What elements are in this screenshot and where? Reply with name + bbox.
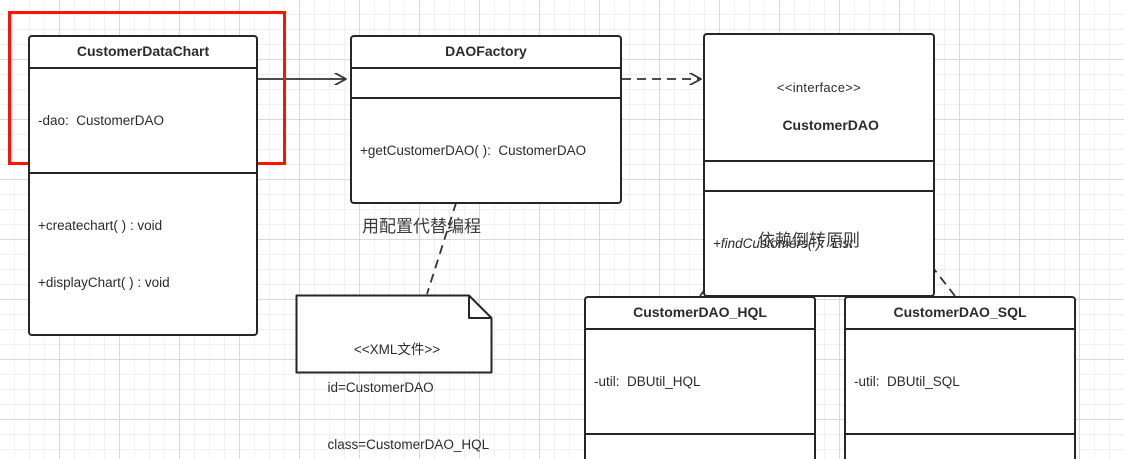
class-attributes: -dao: CustomerDAO [30, 69, 256, 174]
class-stereotype: <<interface>> [776, 80, 862, 95]
class-box-customer-dao-hql[interactable]: CustomerDAO_HQL -util: DBUtil_HQL +findC… [584, 296, 816, 459]
class-methods: +findCustomers( ): List [586, 435, 814, 459]
attribute-row: -dao: CustomerDAO [38, 113, 165, 128]
class-title: CustomerDAO_HQL [586, 298, 814, 330]
note-shape [295, 294, 493, 374]
class-box-customer-dao-interface[interactable]: <<interface>> CustomerDAO +findCustomers… [703, 33, 935, 297]
method-row: +getCustomerDAO( ): CustomerDAO [360, 143, 587, 158]
class-name: CustomerDAO [782, 117, 879, 133]
note-line: class=CustomerDAO_HQL [327, 437, 490, 452]
class-methods: +findCustomers( ): List [846, 435, 1074, 459]
class-title: CustomerDAO_SQL [846, 298, 1074, 330]
class-box-customer-data-chart[interactable]: CustomerDataChart -dao: CustomerDAO +cre… [28, 35, 258, 336]
class-title: CustomerDataChart [30, 37, 256, 69]
class-attributes: -util: DBUtil_SQL [846, 330, 1074, 435]
annotation-dependency-inversion: 依赖倒转原则 [758, 231, 860, 251]
note-xml-file[interactable]: <<XML文件>> id=CustomerDAO class=CustomerD… [295, 294, 493, 452]
class-methods: +getCustomerDAO( ): CustomerDAO [352, 99, 620, 202]
class-attributes [352, 69, 620, 99]
method-row: +displayChart( ) : void [38, 275, 170, 290]
class-methods: +createchart( ) : void +displayChart( ) … [30, 174, 256, 334]
class-title: DAOFactory [352, 37, 620, 69]
class-attributes: -util: DBUtil_HQL [586, 330, 814, 435]
class-attributes [705, 162, 933, 192]
class-title: <<interface>> CustomerDAO [705, 35, 933, 162]
attribute-row: -util: DBUtil_HQL [594, 374, 701, 389]
method-row: +createchart( ) : void [38, 218, 163, 233]
note-stereotype: <<XML文件>> [353, 342, 441, 357]
annotation-config-over-code: 用配置代替编程 [362, 217, 481, 237]
method-row: +findCustomers( ): List [713, 236, 853, 251]
note-content: <<XML文件>> id=CustomerDAO class=CustomerD… [295, 294, 493, 459]
attribute-row: -util: DBUtil_SQL [854, 374, 960, 389]
note-line: id=CustomerDAO [327, 380, 434, 395]
class-box-dao-factory[interactable]: DAOFactory +getCustomerDAO( ): CustomerD… [350, 35, 622, 204]
class-methods: +findCustomers( ): List [705, 192, 933, 295]
class-box-customer-dao-sql[interactable]: CustomerDAO_SQL -util: DBUtil_SQL +findC… [844, 296, 1076, 459]
